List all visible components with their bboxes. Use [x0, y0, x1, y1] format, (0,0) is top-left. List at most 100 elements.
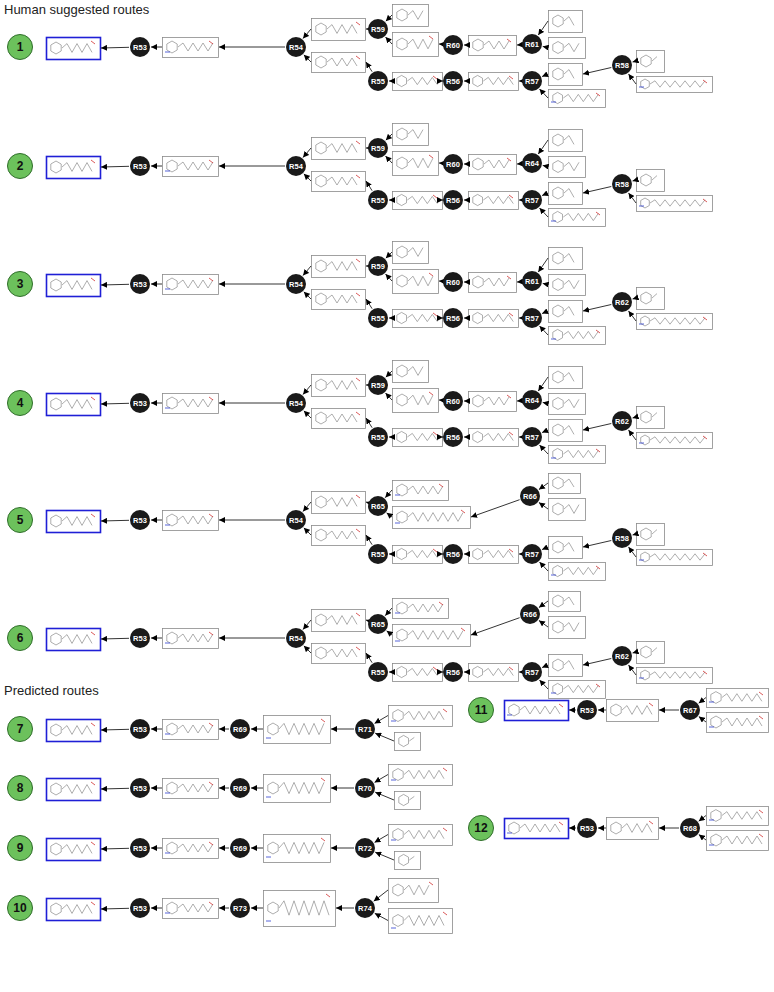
- chain-sketch: [563, 567, 598, 574]
- reaction-arrow: [366, 62, 372, 72]
- reaction-arrow: [151, 908, 162, 909]
- box-outline: [469, 310, 519, 328]
- heteroatom-mark: [356, 378, 360, 381]
- reaction-arrow: [519, 200, 521, 201]
- ring-sketch: [553, 134, 563, 146]
- heteroatom-mark: [326, 894, 330, 897]
- reaction-arrow: [629, 430, 637, 440]
- reaction-arrow: [251, 848, 263, 849]
- ring-sketch: [268, 723, 278, 735]
- chain-sketch: [564, 70, 574, 79]
- ring-sketch: [167, 723, 177, 735]
- reaction-node: R57: [522, 544, 542, 564]
- box-outline: [393, 33, 439, 57]
- molecule-box: [393, 192, 443, 210]
- heteroatom-mark: [356, 529, 360, 532]
- reaction-node: R55: [368, 544, 388, 564]
- ring-sketch: [473, 39, 483, 51]
- reaction-arrow: [101, 788, 129, 790]
- reaction-node: R66: [520, 486, 540, 506]
- chain-sketch: [407, 196, 437, 203]
- reaction-arrow: [219, 908, 229, 909]
- chain-sketch: [404, 885, 429, 895]
- reaction-arrow: [389, 81, 392, 82]
- route-number-text: 9: [17, 841, 24, 855]
- heteroatom-mark: [551, 221, 556, 222]
- heteroatom-mark: [596, 93, 600, 96]
- ring-sketch: [397, 431, 407, 442]
- chain-sketch: [404, 916, 444, 926]
- box-outline: [312, 492, 366, 514]
- heteroatom-mark: [551, 693, 556, 694]
- ring-sketch: [167, 782, 177, 794]
- ring-sketch: [509, 704, 519, 716]
- reaction-node: R59: [368, 138, 388, 158]
- heteroatom-mark: [507, 395, 511, 398]
- box-outline: [393, 270, 439, 294]
- chain-sketch: [327, 649, 357, 657]
- box-outline: [637, 550, 713, 566]
- reaction-label: R55: [371, 668, 385, 677]
- molecule-box: [264, 891, 336, 927]
- reaction-node: R59: [368, 19, 388, 39]
- heteroatom-mark: [461, 628, 465, 631]
- heteroatom-mark: [209, 41, 213, 44]
- reaction-arrow: [331, 729, 354, 730]
- ring-sketch: [316, 379, 326, 391]
- chain-sketch: [407, 433, 437, 440]
- molecule-box: [637, 642, 665, 664]
- chain-sketch: [722, 812, 762, 820]
- reaction-label: R61: [525, 40, 539, 49]
- chain-sketch: [408, 631, 463, 640]
- reaction-label: R57: [525, 668, 539, 677]
- molecule-box: [47, 275, 101, 297]
- ring-sketch: [397, 38, 407, 50]
- chain-sketch: [279, 782, 324, 793]
- ring-sketch: [393, 769, 403, 781]
- chain-sketch: [62, 400, 92, 409]
- reaction-label: R59: [371, 25, 385, 34]
- chain-sketch: [178, 399, 213, 407]
- reaction-label: R54: [289, 399, 303, 408]
- ring-sketch: [316, 56, 326, 68]
- box-outline: [163, 720, 219, 740]
- chain-sketch: [327, 262, 357, 271]
- ring-sketch: [51, 903, 61, 915]
- ring-sketch: [473, 276, 483, 288]
- heteroatom-mark: [429, 882, 433, 885]
- route-number: 11: [468, 697, 494, 723]
- ring-sketch: [553, 541, 563, 553]
- heteroatom-mark: [433, 549, 437, 552]
- reaction-arrow: [331, 848, 354, 849]
- heteroatom-mark: [356, 293, 360, 296]
- reaction-arrow: [219, 848, 229, 849]
- reaction-label: R59: [371, 381, 385, 390]
- heteroatom-mark: [91, 160, 95, 163]
- route-number-text: 2: [17, 159, 24, 173]
- chain-sketch: [62, 726, 92, 735]
- reaction-arrow: [386, 252, 392, 258]
- molecule-box: [549, 275, 586, 296]
- chain-sketch: [408, 604, 443, 612]
- reaction-arrow: [699, 835, 706, 840]
- ring-sketch: [473, 666, 483, 677]
- box-outline: [393, 5, 429, 27]
- reaction-label: R57: [525, 433, 539, 442]
- reaction-arrow: [517, 44, 521, 45]
- reaction-node: R53: [130, 719, 150, 739]
- heteroatom-mark: [91, 782, 95, 785]
- reaction-node: R72: [355, 838, 375, 858]
- molecule-box: [264, 835, 331, 863]
- reaction-arrow: [375, 792, 394, 800]
- molecule-box: [637, 668, 713, 684]
- reaction-node: R59: [368, 375, 388, 395]
- reaction-label: R53: [580, 706, 594, 715]
- reaction-label: R67: [683, 706, 697, 715]
- ring-sketch: [397, 157, 407, 169]
- reaction-arrow: [633, 652, 636, 653]
- box-outline: [312, 19, 366, 41]
- reaction-label: R58: [615, 61, 629, 70]
- molecule-box: [469, 664, 519, 682]
- heteroatom-mark: [165, 289, 170, 290]
- reaction-arrow: [629, 547, 637, 557]
